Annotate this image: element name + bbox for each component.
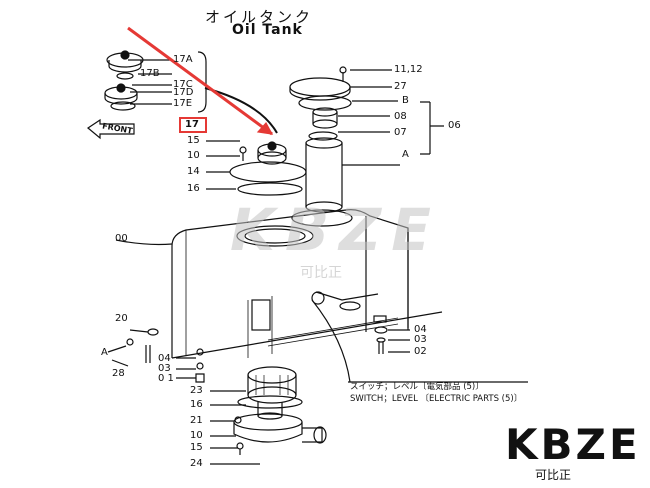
label-24: 24 bbox=[190, 458, 203, 469]
label-04-left: 04 bbox=[158, 353, 171, 364]
cap-parts-group bbox=[104, 50, 207, 113]
label-17d: 17D bbox=[173, 87, 194, 98]
front-arrow-outline bbox=[86, 118, 135, 140]
label-16-top: 16 bbox=[187, 183, 200, 194]
label-27: 27 bbox=[394, 81, 407, 92]
title-english: Oil Tank bbox=[232, 22, 303, 38]
watermark-subtext: 可比正 bbox=[300, 265, 342, 281]
label-01: 0 1 bbox=[158, 373, 174, 384]
label-b: B bbox=[402, 95, 409, 106]
switch-note-japanese: スイッチ；レベル〔電気部品 (5)〕 bbox=[350, 382, 484, 392]
label-11-12: 11,12 bbox=[394, 64, 423, 75]
kbze-logo-subtext: 可比正 bbox=[535, 468, 572, 482]
title-japanese: オイルタンク bbox=[205, 8, 314, 26]
right-small-parts bbox=[374, 326, 410, 354]
label-17e: 17E bbox=[173, 98, 193, 109]
label-15-bottom: 15 bbox=[190, 442, 203, 453]
label-a-filter: A bbox=[402, 149, 409, 160]
label-08: 08 bbox=[394, 111, 407, 122]
tank-body bbox=[115, 209, 443, 359]
label-a-side: A bbox=[101, 347, 108, 358]
label-17: 17 bbox=[185, 119, 199, 130]
left-small-parts bbox=[107, 328, 205, 383]
label-17b: 17B bbox=[140, 68, 160, 79]
highlight-box bbox=[179, 117, 207, 133]
label-28: 28 bbox=[112, 368, 125, 379]
label-23: 23 bbox=[190, 385, 203, 396]
switch-note-english: SWITCH；LEVEL 〔ELECTRIC PARTS (5)〕 bbox=[350, 394, 523, 404]
label-17c: 17C bbox=[173, 79, 193, 90]
kbze-logo: KBZE bbox=[505, 420, 641, 469]
label-20: 20 bbox=[115, 313, 128, 324]
label-10-top: 10 bbox=[187, 150, 200, 161]
label-06: 06 bbox=[448, 120, 461, 131]
watermark-text: KBZE bbox=[230, 196, 441, 264]
label-04-right: 04 bbox=[414, 324, 427, 335]
label-07: 07 bbox=[394, 127, 407, 138]
label-14: 14 bbox=[187, 166, 200, 177]
label-10-bottom: 10 bbox=[190, 430, 203, 441]
suction-strainer-group bbox=[210, 366, 327, 465]
label-21: 21 bbox=[190, 415, 203, 426]
label-17a: 17A bbox=[173, 54, 193, 65]
label-03-left: 03 bbox=[158, 363, 171, 374]
label-00: 00 bbox=[115, 233, 128, 244]
highlight-arrow bbox=[127, 26, 273, 136]
label-02: 02 bbox=[414, 346, 427, 357]
label-15-top: 15 bbox=[187, 135, 200, 146]
label-03-right: 03 bbox=[414, 334, 427, 345]
label-16-bottom: 16 bbox=[190, 399, 203, 410]
return-filter-group bbox=[289, 66, 444, 227]
